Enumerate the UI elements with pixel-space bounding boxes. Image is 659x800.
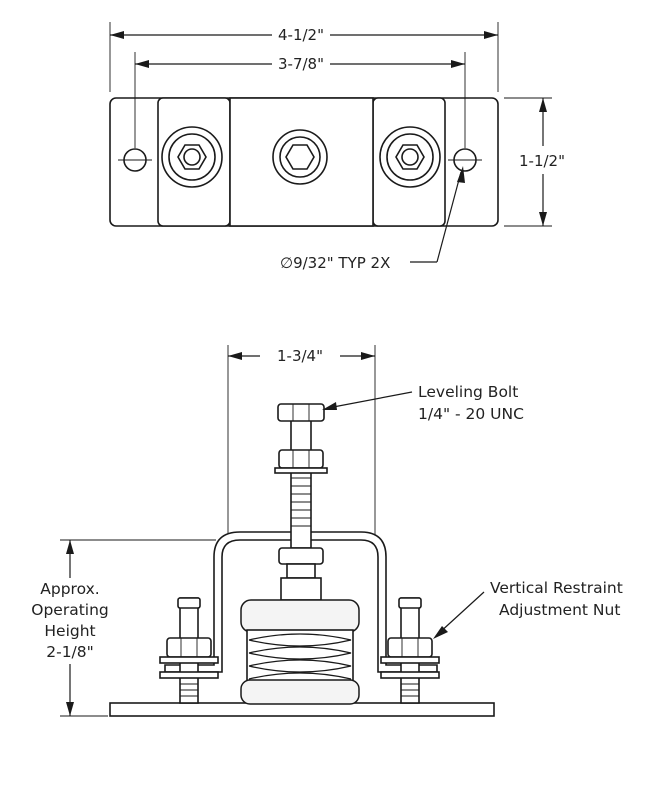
restraint-label-2: Adjustment Nut xyxy=(499,601,620,619)
top-nut-right xyxy=(379,126,441,188)
top-nut-left xyxy=(161,126,223,188)
dim-height: 1-1/2" xyxy=(504,97,565,227)
dim-hole-spacing-label: 3-7/8" xyxy=(278,55,324,73)
height-label-3: Height xyxy=(44,622,95,640)
dim-overall-width-label: 4-1/2" xyxy=(278,26,324,44)
dim-hole-spacing: 3-7/8" xyxy=(134,52,466,148)
housing-nut xyxy=(278,547,324,565)
leveling-bolt-label-2: 1/4" - 20 UNC xyxy=(418,405,524,423)
restraint-callout: Vertical Restraint Adjustment Nut xyxy=(433,579,623,639)
restraint-stud-right xyxy=(380,597,440,704)
top-housing-center xyxy=(229,97,374,227)
front-view: 1-3/4" xyxy=(31,345,623,717)
leveling-bolt-head xyxy=(277,403,325,422)
top-view: 4-1/2" 3-7/8" 1-1/2" ∅9/32" xyxy=(109,22,565,272)
front-base-plate xyxy=(109,702,495,717)
leveling-bolt-label-1: Leveling Bolt xyxy=(418,383,518,401)
height-label-4: 2-1/8" xyxy=(46,643,94,661)
spring-top-cup xyxy=(240,599,360,633)
leveling-jam-nut xyxy=(278,449,324,469)
hole-callout: ∅9/32" TYP 2X xyxy=(280,166,465,272)
leveling-bolt-callout: Leveling Bolt 1/4" - 20 UNC xyxy=(322,383,524,423)
dim-housing-width-label: 1-3/4" xyxy=(277,347,323,365)
restraint-housing xyxy=(164,531,438,673)
restraint-stud-left xyxy=(159,597,219,704)
dim-housing-width: 1-3/4" xyxy=(227,345,376,540)
dim-overall-width: 4-1/2" xyxy=(109,22,499,92)
hole-callout-label: ∅9/32" TYP 2X xyxy=(280,254,390,272)
dim-height-label: 1-1/2" xyxy=(519,152,565,170)
top-bolt-center xyxy=(272,129,328,185)
spring-coils xyxy=(246,629,354,685)
restraint-label-1: Vertical Restraint xyxy=(490,579,623,597)
height-label-2: Operating xyxy=(31,601,109,619)
leveling-bolt-shaft xyxy=(290,417,312,549)
height-label-1: Approx. xyxy=(40,580,99,598)
dim-operating-height: Approx. Operating Height 2-1/8" xyxy=(31,539,216,717)
spring-bottom-cup xyxy=(240,679,360,705)
